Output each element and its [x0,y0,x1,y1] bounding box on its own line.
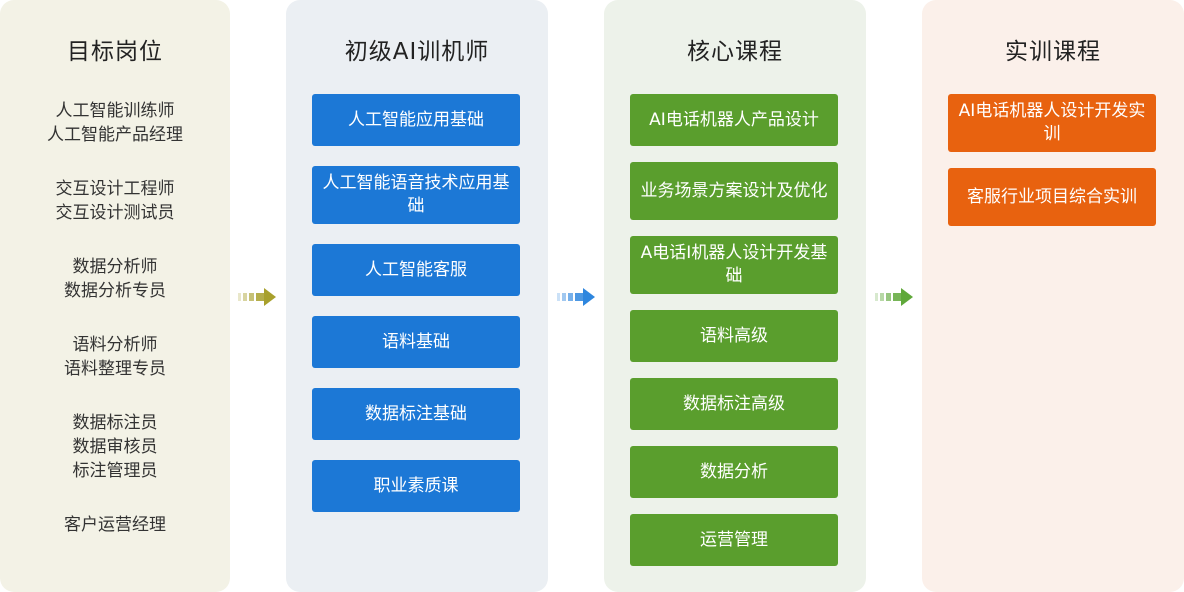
core-courses-title: 核心课程 [687,39,783,65]
practical-course-box: 客服行业项目综合实训 [948,168,1156,226]
junior-course-box: 人工智能应用基础 [312,94,520,146]
core-course-box: 业务场景方案设计及优化 [630,162,838,220]
practical-courses-panel: 实训课程 AI电话机器人设计开发实训 客服行业项目综合实训 [922,0,1184,592]
chevron-arrow-icon [557,288,595,306]
position-item: 标注管理员 [72,461,158,481]
core-course-box: 运营管理 [630,514,838,566]
junior-course-box: 数据标注基础 [312,388,520,440]
position-item: 语料分析师 [72,335,158,355]
junior-course-box: 语料基础 [312,316,520,368]
practical-courses-title: 实训课程 [1005,39,1101,65]
target-positions-panel: 目标岗位 人工智能训练师 人工智能产品经理 交互设计工程师 交互设计测试员 数据… [0,0,230,592]
position-item: 数据审核员 [72,437,158,457]
junior-course-box: 人工智能客服 [312,244,520,296]
core-course-box: AI电话机器人产品设计 [630,94,838,146]
position-group: 人工智能训练师 人工智能产品经理 [0,99,230,147]
position-group: 客户运营经理 [0,513,230,537]
position-item: 客户运营经理 [64,515,166,535]
junior-trainer-title: 初级AI训机师 [344,39,490,65]
practical-course-box: AI电话机器人设计开发实训 [948,94,1156,152]
position-group: 数据标注员 数据审核员 标注管理员 [0,411,230,483]
chevron-arrow-icon [875,288,913,306]
position-item: 数据标注员 [72,413,158,433]
core-courses-panel: 核心课程 AI电话机器人产品设计 业务场景方案设计及优化 A电话I机器人设计开发… [604,0,866,592]
position-item: 数据分析专员 [64,281,166,301]
position-item: 交互设计工程师 [55,179,175,199]
position-item: 数据分析师 [72,257,158,277]
junior-trainer-panel: 初级AI训机师 人工智能应用基础 人工智能语音技术应用基础 人工智能客服 语料基… [286,0,548,592]
position-item: 人工智能训练师 [55,101,175,121]
position-group: 交互设计工程师 交互设计测试员 [0,177,230,225]
position-group: 语料分析师 语料整理专员 [0,333,230,381]
position-item: 人工智能产品经理 [47,125,183,145]
junior-course-box: 职业素质课 [312,460,520,512]
core-course-box: A电话I机器人设计开发基础 [630,236,838,294]
core-course-box: 数据分析 [630,446,838,498]
position-item: 交互设计测试员 [55,203,175,223]
position-item: 语料整理专员 [64,359,166,379]
target-positions-title: 目标岗位 [67,39,163,65]
junior-course-box: 人工智能语音技术应用基础 [312,166,520,224]
position-group: 数据分析师 数据分析专员 [0,255,230,303]
core-course-box: 语料高级 [630,310,838,362]
core-course-box: 数据标注高级 [630,378,838,430]
chevron-arrow-icon [238,288,276,306]
